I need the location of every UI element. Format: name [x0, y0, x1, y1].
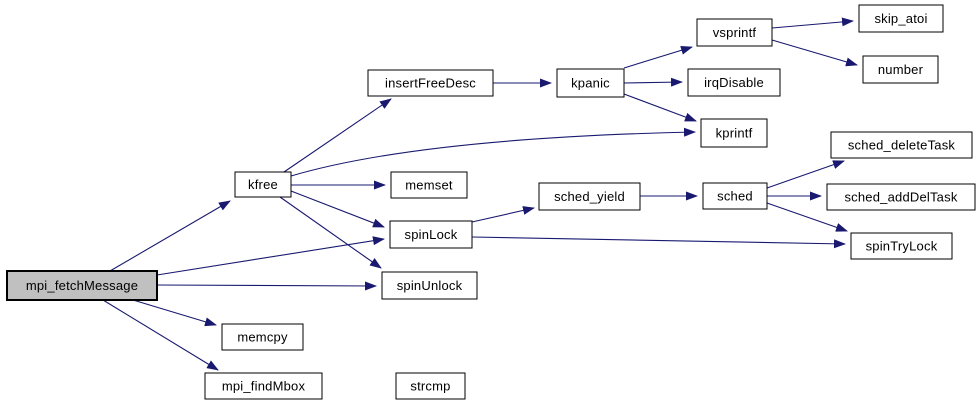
node-label-irqDisable: irqDisable: [704, 75, 764, 90]
node-box-insertFreeDesc: [367, 69, 494, 97]
node-box-kprintf: [700, 118, 768, 148]
node-sched_deleteTask[interactable]: sched_deleteTask: [830, 131, 973, 159]
edge-mpi_fetchMessage-spinUnlock: [156, 281, 377, 291]
node-label-strcmp: strcmp: [410, 379, 450, 394]
node-box-sched_addDelTask: [826, 183, 976, 211]
edge-kpanic-irqDisable: [623, 77, 683, 87]
node-sched[interactable]: sched: [702, 182, 768, 210]
node-vsprintf[interactable]: vsprintf: [696, 18, 773, 47]
node-spinLock[interactable]: spinLock: [389, 220, 473, 249]
node-box-strcmp: [395, 372, 466, 400]
edge-kpanic-vsprintf: [623, 45, 693, 69]
node-label-sched: sched: [717, 189, 753, 204]
edge-kfree-spinUnlock: [279, 196, 382, 269]
node-label-sched_addDelTask: sched_addDelTask: [844, 190, 957, 205]
node-label-spinLock: spinLock: [405, 227, 458, 242]
edge-vsprintf-skip_atoi: [771, 17, 854, 29]
edge-mpi_fetchMessage-spinLock: [156, 236, 385, 276]
edge-sched-sched_deleteTask: [766, 160, 845, 189]
node-label-number: number: [878, 62, 924, 77]
node-spinTryLock[interactable]: spinTryLock: [850, 232, 953, 260]
edge-kfree-insertFreeDesc: [283, 98, 392, 173]
node-box-number: [862, 55, 939, 84]
node-label-spinUnlock: spinUnlock: [397, 278, 463, 293]
node-label-kfree: kfree: [248, 177, 278, 192]
node-label-kpanic: kpanic: [571, 76, 610, 91]
node-box-skip_atoi: [858, 4, 944, 33]
edge-sched-spinTryLock: [766, 202, 848, 232]
node-label-vsprintf: vsprintf: [713, 25, 757, 40]
node-spinUnlock[interactable]: spinUnlock: [381, 271, 478, 300]
node-label-insertFreeDesc: insertFreeDesc: [385, 76, 476, 91]
node-box-vsprintf: [696, 18, 773, 47]
node-label-sched_deleteTask: sched_deleteTask: [848, 138, 956, 153]
node-kpanic[interactable]: kpanic: [556, 68, 625, 98]
node-kfree[interactable]: kfree: [234, 171, 292, 198]
node-label-memcpy: memcpy: [237, 330, 288, 345]
node-box-memcpy: [221, 323, 304, 351]
node-box-spinUnlock: [381, 271, 478, 300]
node-label-mpi_fetchMessage: mpi_fetchMessage: [26, 278, 138, 293]
edge-mpi_fetchMessage-mpi_findMbox: [102, 299, 219, 371]
node-box-spinLock: [389, 220, 473, 249]
node-box-sched: [702, 182, 768, 210]
node-number[interactable]: number: [862, 55, 939, 84]
node-strcmp[interactable]: strcmp: [395, 372, 466, 400]
edge-vsprintf-number: [771, 39, 858, 67]
node-box-spinTryLock: [850, 232, 953, 260]
node-kprintf[interactable]: kprintf: [700, 118, 768, 148]
node-mpi_findMbox[interactable]: mpi_findMbox: [204, 372, 323, 400]
node-irqDisable[interactable]: irqDisable: [687, 68, 781, 97]
node-label-sched_yield: sched_yield: [554, 189, 625, 204]
node-sched_yield[interactable]: sched_yield: [538, 182, 641, 211]
node-box-mpi_fetchMessage: [6, 270, 158, 301]
node-box-mpi_findMbox: [204, 372, 323, 400]
edge-kfree-kprintf: [290, 127, 696, 177]
edge-kpanic-kprintf: [623, 93, 697, 122]
node-memcpy[interactable]: memcpy: [221, 323, 304, 351]
node-label-skip_atoi: skip_atoi: [874, 11, 927, 26]
node-label-kprintf: kprintf: [716, 126, 753, 141]
edge-kfree-spinLock: [290, 190, 385, 228]
edge-mpi_fetchMessage-kfree: [109, 200, 231, 272]
node-label-spinTryLock: spinTryLock: [866, 239, 938, 254]
node-memset[interactable]: memset: [390, 171, 468, 199]
node-box-memset: [390, 171, 468, 199]
node-box-kpanic: [556, 68, 625, 98]
node-box-irqDisable: [687, 68, 781, 97]
node-box-sched_yield: [538, 182, 641, 211]
node-mpi_fetchMessage[interactable]: mpi_fetchMessage: [6, 270, 158, 301]
node-box-kfree: [234, 171, 292, 198]
node-label-memset: memset: [405, 178, 453, 193]
node-skip_atoi[interactable]: skip_atoi: [858, 4, 944, 33]
node-box-sched_deleteTask: [830, 131, 973, 159]
edge-spinLock-spinTryLock: [471, 236, 846, 249]
edge-mpi_fetchMessage-memcpy: [132, 299, 217, 327]
node-sched_addDelTask[interactable]: sched_addDelTask: [826, 183, 976, 211]
edge-spinLock-sched_yield: [471, 206, 535, 223]
node-insertFreeDesc[interactable]: insertFreeDesc: [367, 69, 494, 97]
node-label-mpi_findMbox: mpi_findMbox: [222, 379, 306, 394]
